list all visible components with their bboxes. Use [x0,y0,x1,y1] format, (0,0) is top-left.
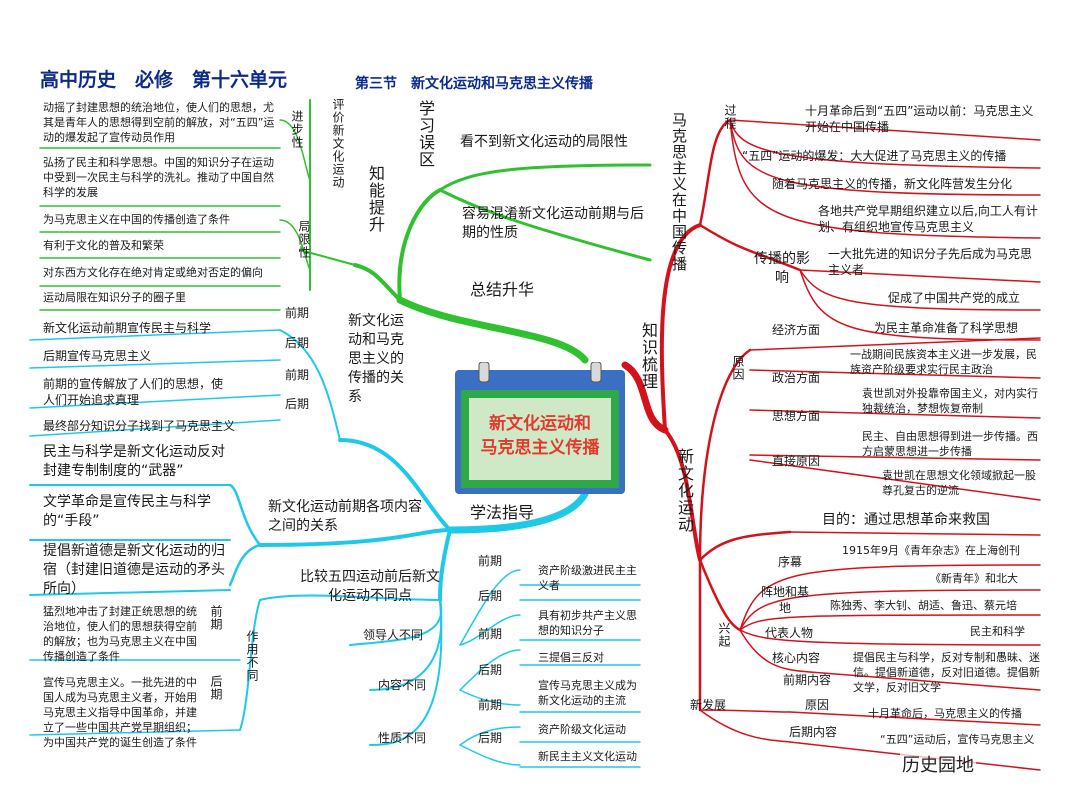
node-xinwenhua: 新文化运动 [675,448,694,533]
guanxi-item-3: 前期的宣传解放了人们的思想，使人们开始追求真理 [43,377,224,407]
xinfazhan-text-1: 十月革命后，马克思主义的传播 [868,707,1022,720]
jinbu-item-2: 弘扬了民主和科学思想。中国的知识分子在运动中受到一次民主与科学的洗礼。推动了中国… [43,156,274,199]
guanxi-label-2: 后期 [285,336,310,350]
zuoyong-qian-text: 猛烈地冲击了封建正统思想的统治地位，使人们的思想获得空前的解放；也为马克思主义在… [43,605,197,663]
yingxiang-item-1: 一大批先进的知识分子先后成为马克思主义者 [828,247,1033,277]
node-makesi: 马克思主义在中国传播 [670,112,688,272]
guanxi-item-1: 新文化运动前期宣传民主与科学 [43,321,212,335]
branch-xuefa: 学法指导 [470,503,535,522]
node-juxian: 局限性 [297,220,311,259]
yuanyin-text-4: 袁世凯在思想文化领域掀起一股尊孔复古的逆流 [882,469,1036,497]
juxian-item-2: 运动局限在知识分子的圈子里 [43,291,186,304]
xingqi-label-4: 核心内容 [772,651,821,665]
mude: 目的：通过思想革命来救国 [822,512,990,528]
yuanyin-label-4: 直接原因 [772,454,821,468]
guanxi-item-4: 最终部分知识分子找到了马克思主义 [43,419,236,433]
xingqi-text-4: 民主和科学 [970,625,1025,638]
node-xinfazhan: 新发展 [690,698,727,712]
section-title: 第三节 新文化运动和马克思主义传播 [355,76,593,92]
jinbu-item-1: 动摇了封建思想的统治地位，使人们的思想，尤其是青年人的思想得到空前的解放，对“五… [43,101,275,144]
green-branches [39,99,652,364]
bijiao-cat-1: 领导人不同 [363,628,424,642]
node-zhineng: 知能提升 [366,165,385,233]
guocheng-item-1: 十月革命后到“五四”运动以前：马克思主义开始在中国传播 [805,104,1034,134]
yuanyin-label-2: 政治方面 [772,371,821,385]
yuanyin-label-1: 经济方面 [772,323,821,337]
neirong-item-1: 民主与科学是新文化运动反对封建专制制度的“武器” [43,444,225,479]
xingqi-text-5: 提倡民主与科学，反对专制和愚昧、迷信。提倡新道德，反对旧道德。提倡新文学，反对旧… [853,651,1040,694]
node-guocheng: 过程 [723,104,737,130]
xuexi-item-1: 看不到新文化运动的局限性 [460,134,628,150]
node-xuexi: 学习误区 [416,100,435,168]
bijiao-qian-label-3: 前期 [478,698,503,712]
node-guanxi: 新文化运动和马克思主义的传播的关系 [348,313,404,405]
calendar-icon [455,361,625,494]
bijiao-hou-3: 新民主主义文化运动 [538,750,637,763]
xingqi-label-2: 阵地和基地 [760,585,809,615]
neirong-item-3: 提倡新道德是新文化运动的归宿（封建旧道德是运动的矛头所向） [43,543,225,597]
guocheng-item-3: 随着马克思主义的传播，新文化阵营发生分化 [772,177,1013,191]
xinfazhan-label-2: 后期内容 [789,725,838,739]
node-xingqi: 兴起 [717,622,731,648]
node-yuanyin: 原因 [731,355,745,381]
xingqi-label-3: 代表人物 [765,626,814,640]
guanxi-label-3: 前期 [285,368,310,382]
course-title: 高中历史 必修 第十六单元 [40,69,288,91]
xinfazhan-label-1: 原因 [805,698,830,712]
node-jinbu: 进步性 [290,110,304,149]
neirong-item-2: 文学革命是宣传民主与科学的“手段” [43,494,211,529]
yuanyin-text-1: 一战期间民族资本主义进一步发展，民族资产阶级要求实行民主政治 [850,348,1037,376]
yingxiang-item-3: 为民主革命准备了科学思想 [874,321,1019,335]
bijiao-qian-3: 资产阶级文化运动 [538,723,626,736]
cyan-branches [29,329,641,768]
bijiao-hou-1: 具有初步共产主义思想的知识分子 [538,609,637,637]
xuexi-item-2: 容易混淆新文化运动前期与后期的性质 [462,206,644,241]
xingqi-label-5: 前期内容 [783,673,832,687]
center-card: 新文化运动和 马克思主义传播 [455,361,625,494]
yuanyin-text-3: 民主、自由思想得到进一步传播。西方启蒙思想进一步传播 [862,430,1038,458]
bijiao-hou-2: 宣传马克思主义成为新文化运动的主流 [538,679,637,707]
guanxi-label-4: 后期 [285,397,310,411]
xingqi-text-1: 1915年9月《青年杂志》在上海创刊 [842,544,1020,557]
bijiao-cat-3: 性质不同 [378,731,427,745]
watermark: 历史园地 [900,751,976,777]
node-bijiao: 比较五四运动前后新文化运动不同点 [300,569,440,604]
jinbu-item-4: 有利于文化的普及和繁荣 [43,239,164,252]
yuanyin-label-3: 思想方面 [772,409,821,423]
node-zuoyong: 作用不同 [245,630,259,682]
node-yingxiang: 传播的影响 [754,251,810,286]
guocheng-item-4: 各地共产党早期组织建立以后,向工人有计划、有组织地宣传马克思主义 [818,204,1038,234]
xingqi-label-1: 序幕 [778,555,803,569]
yingxiang-item-2: 促成了中国共产党的成立 [888,291,1021,305]
zuoyong-hou: 后期 [209,675,223,701]
yuanyin-text-2: 袁世凯对外投靠帝国主义，对内实行独裁统治，梦想恢复帝制 [862,387,1038,415]
branch-zongjie: 总结升华 [470,280,535,299]
jinbu-item-3: 为马克思主义在中国的传播创造了条件 [43,213,230,226]
juxian-item-1: 对东西方文化存在绝对肯定或绝对否定的偏向 [43,266,263,279]
guanxi-item-2: 后期宣传马克思主义 [43,349,152,363]
red-branches [621,118,1041,771]
branch-zhishi: 知识梳理 [639,322,658,390]
bijiao-qian-label-2: 前期 [478,627,503,641]
bijiao-qian-1: 资产阶级激进民主主义者 [538,564,637,592]
xinfazhan-text-2: “五四”运动后，宣传马克思主义 [880,733,1035,746]
bijiao-qian-label-1: 前期 [478,554,503,568]
center-title-line1: 新文化运动和 [489,414,591,434]
guocheng-item-2: “五四”运动的爆发：大大促进了马克思主义的传播 [742,149,1007,163]
center-title-line2: 马克思主义传播 [480,438,600,458]
node-neirong: 新文化运动前期各项内容之间的关系 [268,499,422,534]
zuoyong-hou-text: 宣传马克思主义。一批先进的中国人成为马克思主义者，开始用马克思主义指导中国革命，… [43,676,197,749]
bijiao-hou-label-3: 后期 [478,731,503,745]
bijiao-hou-label-2: 后期 [478,663,503,677]
node-pingjia: 评价新文化运动 [331,98,345,189]
zuoyong-qian: 前期 [209,605,223,631]
xingqi-text-2: 《新青年》和北大 [930,572,1018,585]
bijiao-hou-label-1: 后期 [478,589,503,603]
xingqi-text-3: 陈独秀、李大钊、胡适、鲁迅、蔡元培 [830,599,1017,612]
bijiao-cat-2: 内容不同 [378,678,427,692]
bijiao-qian-2: 三提倡三反对 [538,651,604,664]
guanxi-label-1: 前期 [285,306,310,320]
